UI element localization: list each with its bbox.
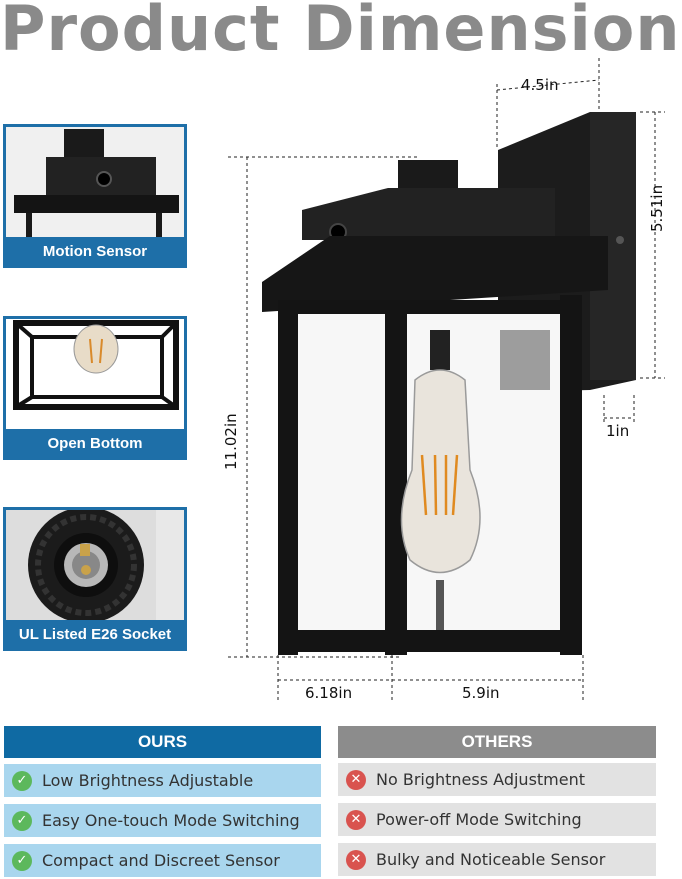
thumbnail-label: Open Bottom bbox=[47, 434, 143, 452]
thumbnail-motion-sensor: Motion Sensor bbox=[3, 124, 187, 268]
cross-circle-icon: ✕ bbox=[346, 849, 366, 870]
thumbnail-label: Motion Sensor bbox=[42, 242, 148, 260]
others-row-text: Power-off Mode Switching bbox=[376, 810, 582, 829]
others-row: ✕ No Brightness Adjustment bbox=[338, 763, 656, 796]
others-row: ✕ Power-off Mode Switching bbox=[338, 803, 656, 836]
others-row-text: Bulky and Noticeable Sensor bbox=[376, 850, 606, 869]
dimension-width-label: 6.18in bbox=[305, 684, 353, 702]
thumbnail-open-bottom: Open Bottom bbox=[3, 316, 187, 460]
ours-row-text: Low Brightness Adjustable bbox=[42, 771, 254, 790]
open-bottom-image bbox=[6, 319, 184, 429]
dimension-depth-label: 4.5in bbox=[521, 76, 559, 94]
ours-header: OURS bbox=[4, 726, 321, 758]
dimension-backplate-height-label: 5.51in bbox=[648, 184, 666, 232]
motion-sensor-image bbox=[6, 127, 184, 237]
dimension-extension-label: 5.9in bbox=[462, 684, 500, 702]
dimension-total-height-label: 11.02in bbox=[222, 413, 240, 470]
check-circle-icon: ✓ bbox=[12, 850, 32, 871]
thumbnail-label: UL Listed E26 Socket bbox=[18, 625, 172, 643]
ours-row: ✓ Easy One-touch Mode Switching bbox=[4, 804, 321, 837]
others-row: ✕ Bulky and Noticeable Sensor bbox=[338, 843, 656, 876]
lamp-illustration bbox=[228, 58, 665, 700]
check-circle-icon: ✓ bbox=[12, 810, 32, 831]
ours-row-text: Easy One-touch Mode Switching bbox=[42, 811, 300, 830]
others-row-text: No Brightness Adjustment bbox=[376, 770, 586, 789]
ours-row-text: Compact and Discreet Sensor bbox=[42, 851, 280, 870]
check-circle-icon: ✓ bbox=[12, 770, 32, 791]
dimension-wall-gap-label: 1in bbox=[606, 422, 630, 440]
socket-image bbox=[6, 510, 184, 620]
cross-circle-icon: ✕ bbox=[346, 769, 366, 790]
ours-row: ✓ Low Brightness Adjustable bbox=[4, 764, 321, 797]
cross-circle-icon: ✕ bbox=[346, 809, 366, 830]
others-header: OTHERS bbox=[338, 726, 656, 758]
page-title: Product Dimension bbox=[0, 0, 681, 65]
thumbnail-socket: UL Listed E26 Socket bbox=[3, 507, 187, 651]
ours-row: ✓ Compact and Discreet Sensor bbox=[4, 844, 321, 877]
